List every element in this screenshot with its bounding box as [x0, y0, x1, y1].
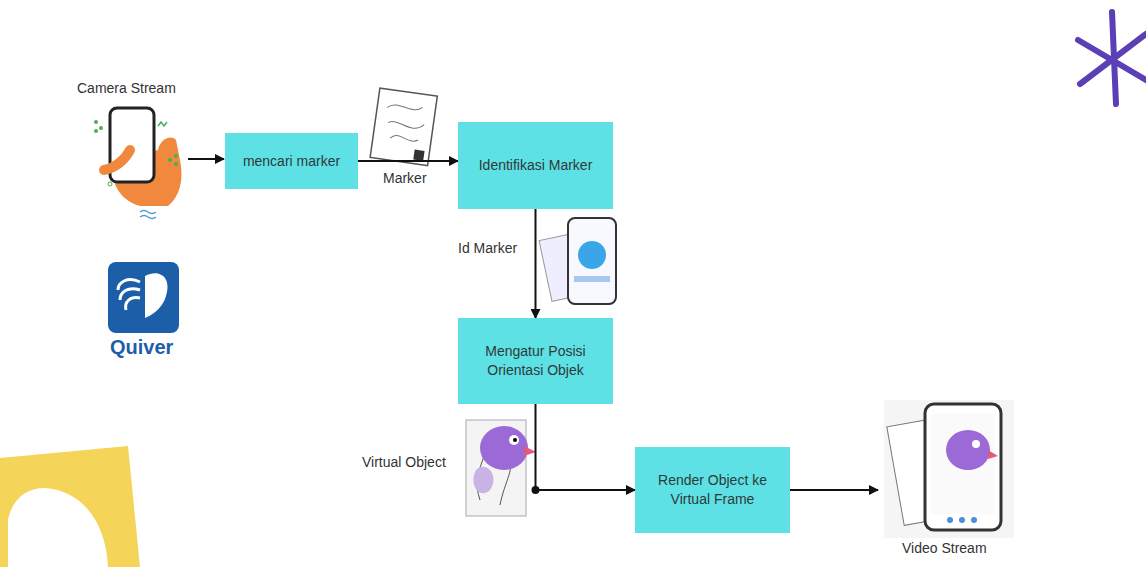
box-text: Mengatur Posisi Orientasi Objek [468, 342, 603, 380]
marker-card [370, 88, 437, 165]
quiver-icon [108, 262, 179, 333]
connector-arrow [358, 160, 458, 162]
process-box: Identifikasi Marker [458, 122, 613, 209]
video-stream-image [884, 400, 1014, 538]
phone-hand-icon [94, 108, 182, 219]
connector-arrow [536, 404, 636, 490]
input-arrow [188, 158, 224, 160]
box-text: Identifikasi Marker [479, 156, 593, 175]
phone-marker-image [539, 218, 616, 304]
junction-dot [532, 486, 540, 494]
process-box: Render Object ke Virtual Frame [635, 447, 790, 533]
text-label: Camera Stream [75, 80, 178, 96]
edge-label: Virtual Object [360, 454, 448, 470]
edge-label: Id Marker [456, 240, 519, 256]
connector-arrow [535, 209, 537, 318]
process-box: mencari marker [225, 133, 358, 189]
edge-label: Marker [381, 170, 429, 186]
box-text: Render Object ke Virtual Frame [645, 471, 780, 509]
process-box: Mengatur Posisi Orientasi Objek [458, 318, 613, 404]
virtual-object-image [466, 420, 536, 516]
yellow-arch [0, 446, 140, 567]
box-text: mencari marker [243, 152, 340, 171]
text-label: Quiver [108, 336, 175, 359]
asterisk [1078, 12, 1146, 104]
text-label: Video Stream [900, 540, 989, 556]
output-arrow [790, 489, 878, 491]
